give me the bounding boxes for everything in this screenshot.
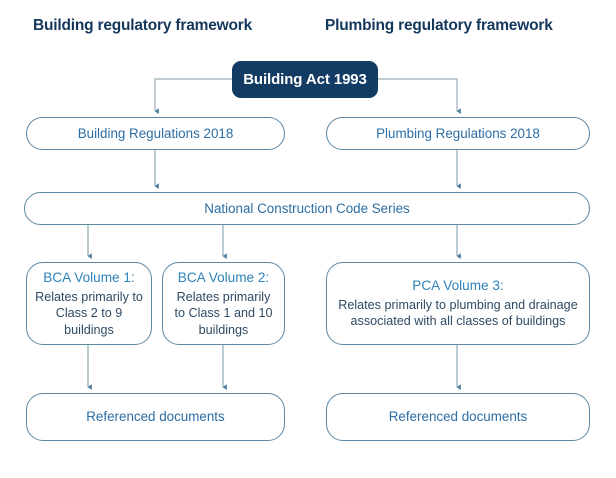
node-pca-volume-3-title: PCA Volume 3: xyxy=(412,278,504,294)
node-bca-volume-1-title: BCA Volume 1: xyxy=(43,269,135,285)
node-referenced-documents-building: Referenced documents xyxy=(26,393,285,441)
node-bca-volume-1-description: Relates primarily to Class 2 to 9 buildi… xyxy=(35,289,143,337)
node-bca-volume-2-title: BCA Volume 2: xyxy=(177,269,270,285)
column-heading-building: Building regulatory framework xyxy=(33,17,252,34)
node-pca-volume-3: PCA Volume 3: Relates primarily to plumb… xyxy=(326,262,590,345)
node-national-construction-code-series: National Construction Code Series xyxy=(24,192,590,225)
node-pca-volume-3-description: Relates primarily to plumbing and draina… xyxy=(338,298,578,329)
node-building-regulations-2018: Building Regulations 2018 xyxy=(26,117,285,150)
node-bca-volume-2: BCA Volume 2: Relates primarily to Class… xyxy=(162,262,285,345)
node-building-act-1993: Building Act 1993 xyxy=(232,61,378,98)
node-bca-volume-2-description: Relates primarily to Class 1 and 10 buil… xyxy=(174,289,273,337)
node-bca-volume-1: BCA Volume 1: Relates primarily to Class… xyxy=(26,262,152,345)
node-referenced-documents-plumbing: Referenced documents xyxy=(326,393,590,441)
column-heading-plumbing: Plumbing regulatory framework xyxy=(325,17,553,34)
connector-act-to-building-regs xyxy=(154,78,232,114)
node-plumbing-regulations-2018: Plumbing Regulations 2018 xyxy=(326,117,590,150)
connector-act-to-plumbing-regs xyxy=(378,78,461,114)
